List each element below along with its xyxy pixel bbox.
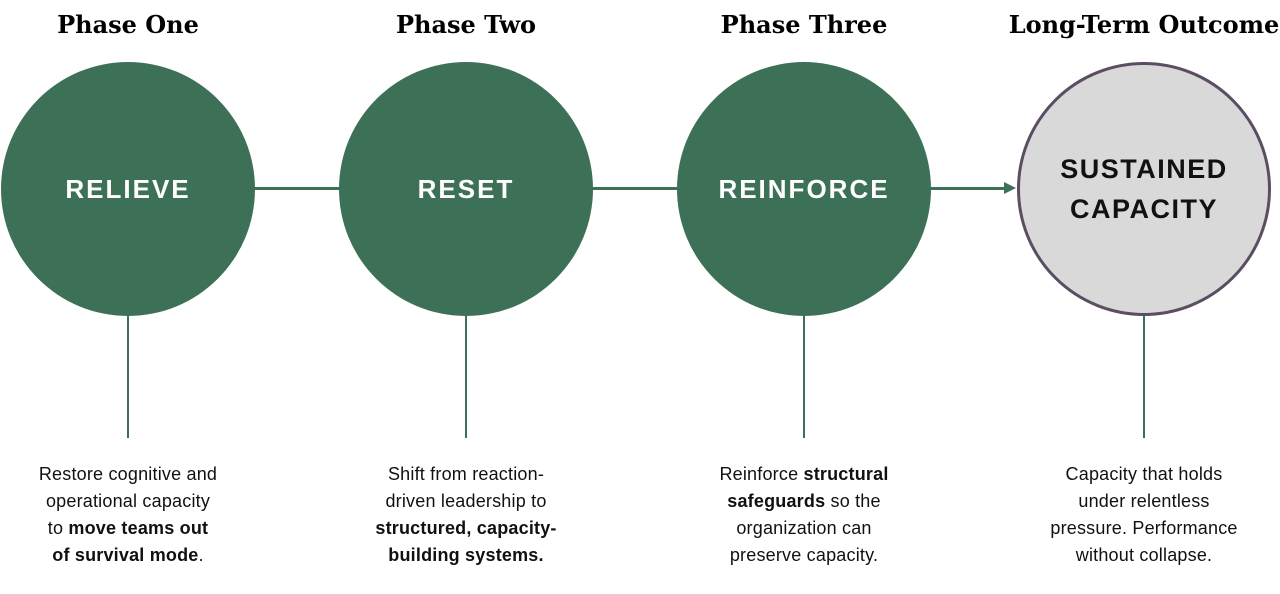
- arrowhead-icon: [1004, 181, 1016, 194]
- phase-title-three: Phase Three: [720, 10, 888, 39]
- stem-line-phase1: [126, 316, 130, 438]
- phase-description-relieve: Restore cognitive and operational capaci…: [38, 464, 218, 565]
- phase-circle-relieve: RELIEVE: [1, 62, 255, 316]
- stem-line-outcome: [1142, 316, 1146, 438]
- stem-line-phase3: [802, 316, 806, 438]
- phase-description-outcome: Capacity that holds under relentless pre…: [1050, 464, 1238, 565]
- phase-title-two: Phase Two: [395, 10, 537, 39]
- phase-title-outcome: Long-Term Outcome: [1008, 10, 1280, 39]
- circle-label-relieve: RELIEVE: [65, 173, 191, 204]
- circle-label-reset: RESET: [417, 173, 515, 204]
- circle-label-sustained-capacity: SUSTAINED CAPACITY: [1060, 154, 1228, 224]
- circle-label-reinforce: REINFORCE: [718, 173, 890, 204]
- connector-line-phase3-outcome: [928, 187, 1006, 190]
- connector-line-phase1-phase2: [250, 187, 345, 190]
- phase-description-reset: Shift from reaction- driven leadership t…: [375, 464, 557, 565]
- phase-description-reinforce: Reinforce structural safeguards so the o…: [719, 464, 889, 565]
- outcome-circle-sustained-capacity: SUSTAINED CAPACITY: [1017, 62, 1271, 316]
- connector-line-phase2-phase3: [590, 187, 682, 190]
- phase-title-one: Phase One: [57, 10, 199, 39]
- phase-circle-reinforce: REINFORCE: [677, 62, 931, 316]
- stem-line-phase2: [464, 316, 468, 438]
- phase-circle-reset: RESET: [339, 62, 593, 316]
